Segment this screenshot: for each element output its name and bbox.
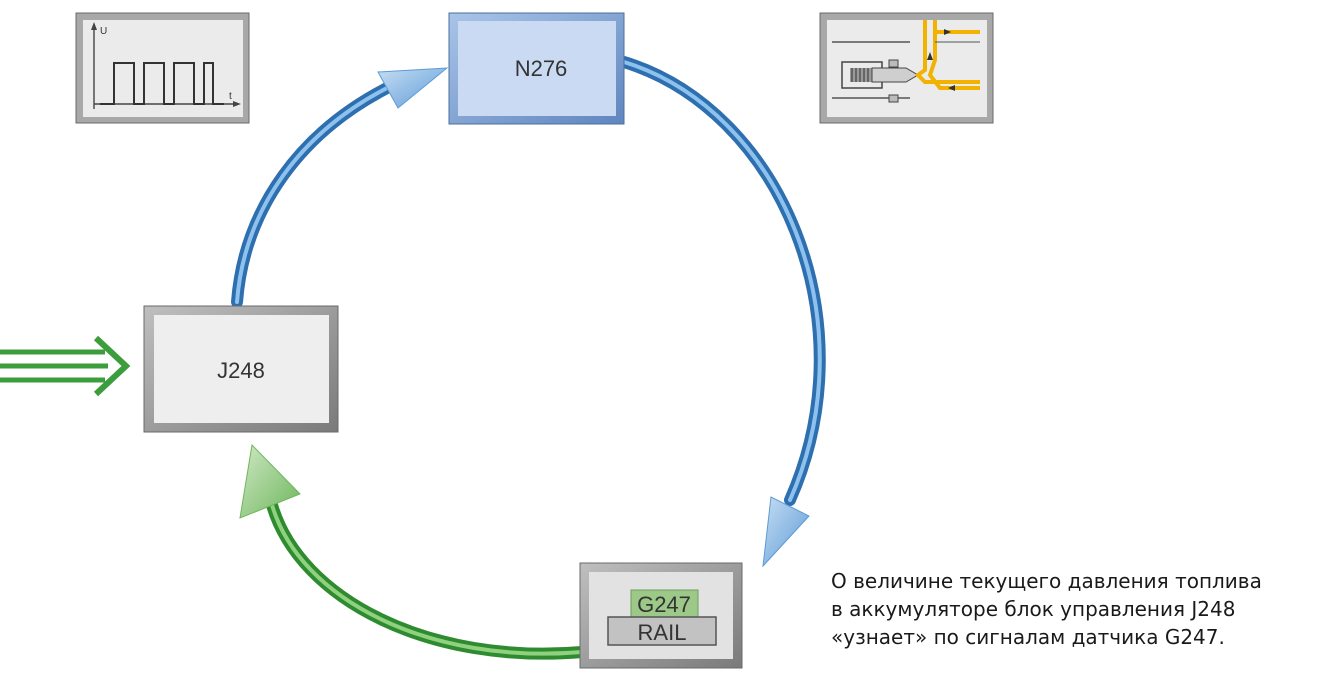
g247-sensor: [630, 589, 699, 618]
pwm-signal-icon: U t: [75, 12, 250, 124]
voltage-axis-label: U: [100, 26, 107, 37]
rail-label: RAIL: [638, 620, 687, 645]
rail-bar: [607, 616, 717, 646]
n276-module: N276: [448, 12, 625, 125]
j248-ecu: J248: [143, 305, 339, 433]
time-axis-label: t: [229, 91, 232, 102]
arrow-to-rail-icon: [762, 496, 810, 568]
arrow-to-n276-icon: [377, 67, 449, 109]
control-line-ecu-to-n276: [231, 78, 401, 308]
pressure-line-n276-to-rail: [618, 56, 826, 506]
g247-label: G247: [637, 592, 691, 617]
n276-label: N276: [515, 56, 568, 81]
pressure-valve-icon: [819, 12, 994, 124]
caption-line-1: О величине текущего давления топлива: [831, 569, 1262, 593]
j248-label: J248: [217, 358, 265, 383]
description-caption: О величине текущего давления топлива в а…: [831, 567, 1331, 651]
caption-line-3: «узнает» по сигналам датчика G247.: [831, 625, 1225, 649]
rail-sensor-block: G247 RAIL: [579, 562, 743, 669]
input-signals-arrow-icon: [0, 335, 131, 397]
caption-line-2: в аккумуляторе блок управления J248: [831, 597, 1236, 621]
signal-line-g247-to-ecu: [266, 499, 588, 660]
arrow-to-ecu-icon: [239, 443, 301, 519]
